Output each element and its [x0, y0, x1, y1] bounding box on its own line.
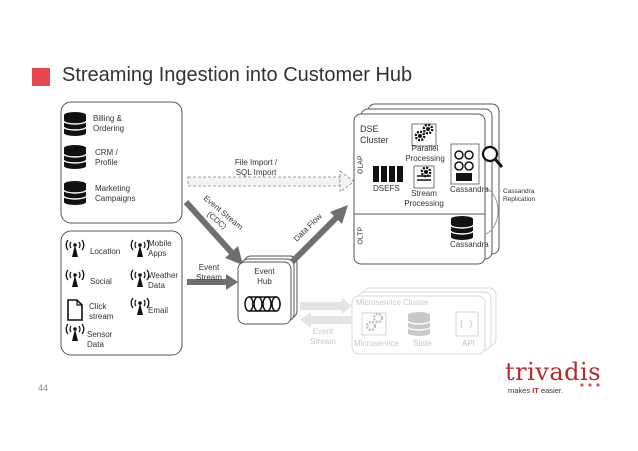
- database-icon: [63, 144, 87, 170]
- document-icon: [67, 299, 83, 321]
- magnifier-icon: [481, 145, 504, 168]
- dsefs-label: DSEFS: [373, 184, 400, 193]
- event-hub-label: Event Hub: [254, 267, 275, 286]
- stream-sources-panel: [60, 230, 183, 356]
- faded-event-stream-label: Event Stream: [310, 327, 336, 346]
- file-import-label: File Import / SQL Import: [234, 158, 278, 177]
- oltp-label: OLTP: [357, 226, 365, 245]
- api-label: API: [462, 339, 475, 348]
- source-label: Mobile Apps: [148, 239, 172, 258]
- state-database-icon: [407, 312, 431, 336]
- source-label: Click stream: [89, 302, 114, 321]
- queue-icon: [244, 296, 281, 312]
- source-label: Billing & Ordering: [93, 114, 125, 133]
- database-icon: [63, 180, 87, 206]
- faded-arrow-in: [310, 316, 352, 324]
- event-stream-arrow: [187, 279, 227, 285]
- source-label: Location: [90, 247, 121, 256]
- brand-dots: [580, 383, 600, 387]
- api-box: [455, 311, 479, 337]
- data-flow-arrow: [289, 214, 340, 265]
- cassandra-oltp-label: Cassandra: [450, 240, 489, 249]
- stream-processing-icon: [413, 165, 435, 189]
- logo-wordmark: trivadis: [505, 358, 602, 386]
- microservice-gears-icon: [361, 312, 387, 336]
- cassandra-oltp-icon: [450, 215, 474, 241]
- stream-processing-label: Stream Processing: [404, 189, 444, 208]
- cdc-arrow: [183, 199, 235, 256]
- cassandra-olap-label: Cassandra: [450, 185, 489, 194]
- page-number: 44: [38, 383, 49, 393]
- database-sources-panel: [60, 101, 183, 224]
- dsefs-icon: [373, 166, 403, 182]
- logo-tagline: makes IT easier.: [508, 386, 564, 395]
- source-label: Social: [90, 277, 112, 286]
- dse-cluster-label: DSE Cluster: [360, 124, 389, 145]
- database-icon: [63, 111, 87, 137]
- faded-arrow-out: [300, 302, 344, 310]
- event-stream-label: Event Stream: [196, 263, 222, 282]
- replication-label: Cassandra Replication: [503, 188, 536, 203]
- source-label: Marketing Campaigns: [95, 184, 136, 203]
- source-label: Sensor Data: [87, 330, 113, 349]
- cassandra-analytics-icon: [450, 143, 480, 185]
- olap-label: OLAP: [357, 155, 365, 175]
- source-label: Weather Data: [148, 271, 179, 290]
- microservice-label: Microservice: [354, 339, 399, 348]
- source-label: Email: [148, 306, 169, 315]
- microservice-cluster-label: Microservice Cluster: [356, 298, 429, 307]
- trivadis-logo: trivadis makes IT easier.: [505, 358, 615, 398]
- parallel-processing-label: Parallel Processing: [405, 144, 445, 163]
- api-brace-icon: { }: [459, 319, 474, 328]
- slide-title: Streaming Ingestion into Customer Hub: [62, 64, 413, 86]
- state-label: State: [413, 339, 432, 348]
- file-import-arrow: [187, 176, 341, 187]
- gears-icon: [411, 123, 437, 147]
- replication-curve: [485, 187, 499, 235]
- title-marker: [32, 68, 50, 86]
- source-label: CRM / Profile: [95, 148, 118, 167]
